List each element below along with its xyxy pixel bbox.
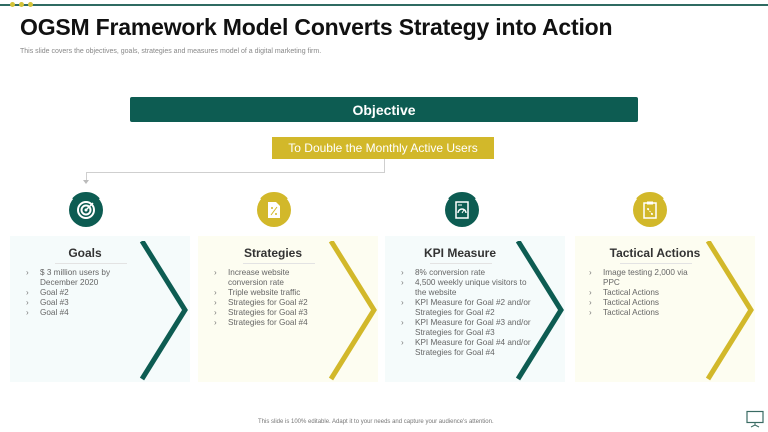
chevron-arrow-icon xyxy=(705,241,754,381)
list-item: ›$ 3 million users by December 2020 xyxy=(26,268,111,287)
strategies-list: ›Increase website conversion rate ›Tripl… xyxy=(214,268,322,328)
presentation-screen-icon[interactable] xyxy=(745,410,765,428)
tactical-icon-badge xyxy=(633,192,667,227)
card-title-rule xyxy=(620,263,692,264)
card-title-rule xyxy=(243,263,315,264)
top-divider-line xyxy=(0,4,768,6)
list-item: ›Tactical Actions xyxy=(589,298,659,307)
card-background xyxy=(575,236,755,382)
goals-card: Goals ›$ 3 million users by December 202… xyxy=(10,236,190,382)
list-item: ›Goal #4 xyxy=(26,308,69,317)
strategies-icon-badge xyxy=(257,192,291,227)
target-icon xyxy=(69,193,103,227)
connector-line-vertical xyxy=(384,159,385,173)
strategies-card: Strategies ›Increase website conversion … xyxy=(198,236,378,382)
chevron-arrow-icon xyxy=(328,241,377,381)
list-item: ›Tactical Actions xyxy=(589,288,659,297)
objective-header-bar: Objective xyxy=(130,97,638,122)
objective-statement: To Double the Monthly Active Users xyxy=(288,141,478,155)
list-item: ›Goal #2 xyxy=(26,288,69,297)
card-title: Goals xyxy=(68,246,102,260)
card-title: KPI Measure xyxy=(423,246,497,260)
list-item: ›Triple website traffic xyxy=(214,288,301,297)
kpi-dashboard-icon xyxy=(445,193,479,227)
list-item: ›Increase website conversion rate xyxy=(214,268,290,287)
connector-line-horizontal xyxy=(86,172,385,173)
list-item: ›KPI Measure for Goal #4 and/or Strategi… xyxy=(401,338,531,357)
list-item: ›Strategies for Goal #2 xyxy=(214,298,308,307)
card-title: Tactical Actions xyxy=(609,246,701,260)
objective-statement-box: To Double the Monthly Active Users xyxy=(272,137,494,159)
tactical-actions-card: Tactical Actions ›Image testing 2,000 vi… xyxy=(575,236,755,382)
list-item: ›KPI Measure for Goal #2 and/or Strategi… xyxy=(401,298,531,317)
list-item: ›KPI Measure for Goal #3 and/or Strategi… xyxy=(401,318,531,337)
page-title: OGSM Framework Model Converts Strategy i… xyxy=(20,14,613,40)
kpi-measure-card: KPI Measure ›8% conversion rate ›4,500 w… xyxy=(385,236,565,382)
list-item: ›Goal #3 xyxy=(26,298,69,307)
connector-arrow-icon xyxy=(83,180,89,184)
objective-label: Objective xyxy=(352,101,416,118)
card-title-rule xyxy=(430,263,492,264)
chevron-arrow-icon xyxy=(515,241,564,381)
list-item: ›4,500 weekly unique visitors to the web… xyxy=(401,278,527,297)
goals-icon-badge xyxy=(69,192,103,227)
card-background xyxy=(10,236,190,382)
strategy-document-icon xyxy=(257,193,291,227)
card-background xyxy=(385,236,565,382)
card-background xyxy=(198,236,378,382)
chevron-arrow-icon xyxy=(139,241,188,381)
top-decoration-dots xyxy=(10,2,33,7)
card-title: Strategies xyxy=(243,246,303,260)
list-item: ›Tactical Actions xyxy=(589,308,659,317)
card-title-rule xyxy=(55,263,127,264)
kpi-list: ›8% conversion rate ›4,500 weekly unique… xyxy=(401,268,531,358)
kpi-icon-badge xyxy=(445,192,479,227)
list-item: ›Image testing 2,000 via PPC xyxy=(589,268,688,287)
connector-line-drop xyxy=(86,172,87,181)
goals-list: ›$ 3 million users by December 2020 ›Goa… xyxy=(26,268,136,318)
tactics-clipboard-icon xyxy=(633,193,667,227)
list-item: ›Strategies for Goal #3 xyxy=(214,308,308,317)
footer-note: This slide is 100% editable. Adapt it to… xyxy=(258,419,494,425)
list-item: ›Strategies for Goal #4 xyxy=(214,318,308,327)
page-subtitle: This slide covers the objectives, goals,… xyxy=(20,48,322,55)
list-item: ›8% conversion rate xyxy=(401,268,486,277)
tactical-list: ›Image testing 2,000 via PPC ›Tactical A… xyxy=(589,268,699,318)
